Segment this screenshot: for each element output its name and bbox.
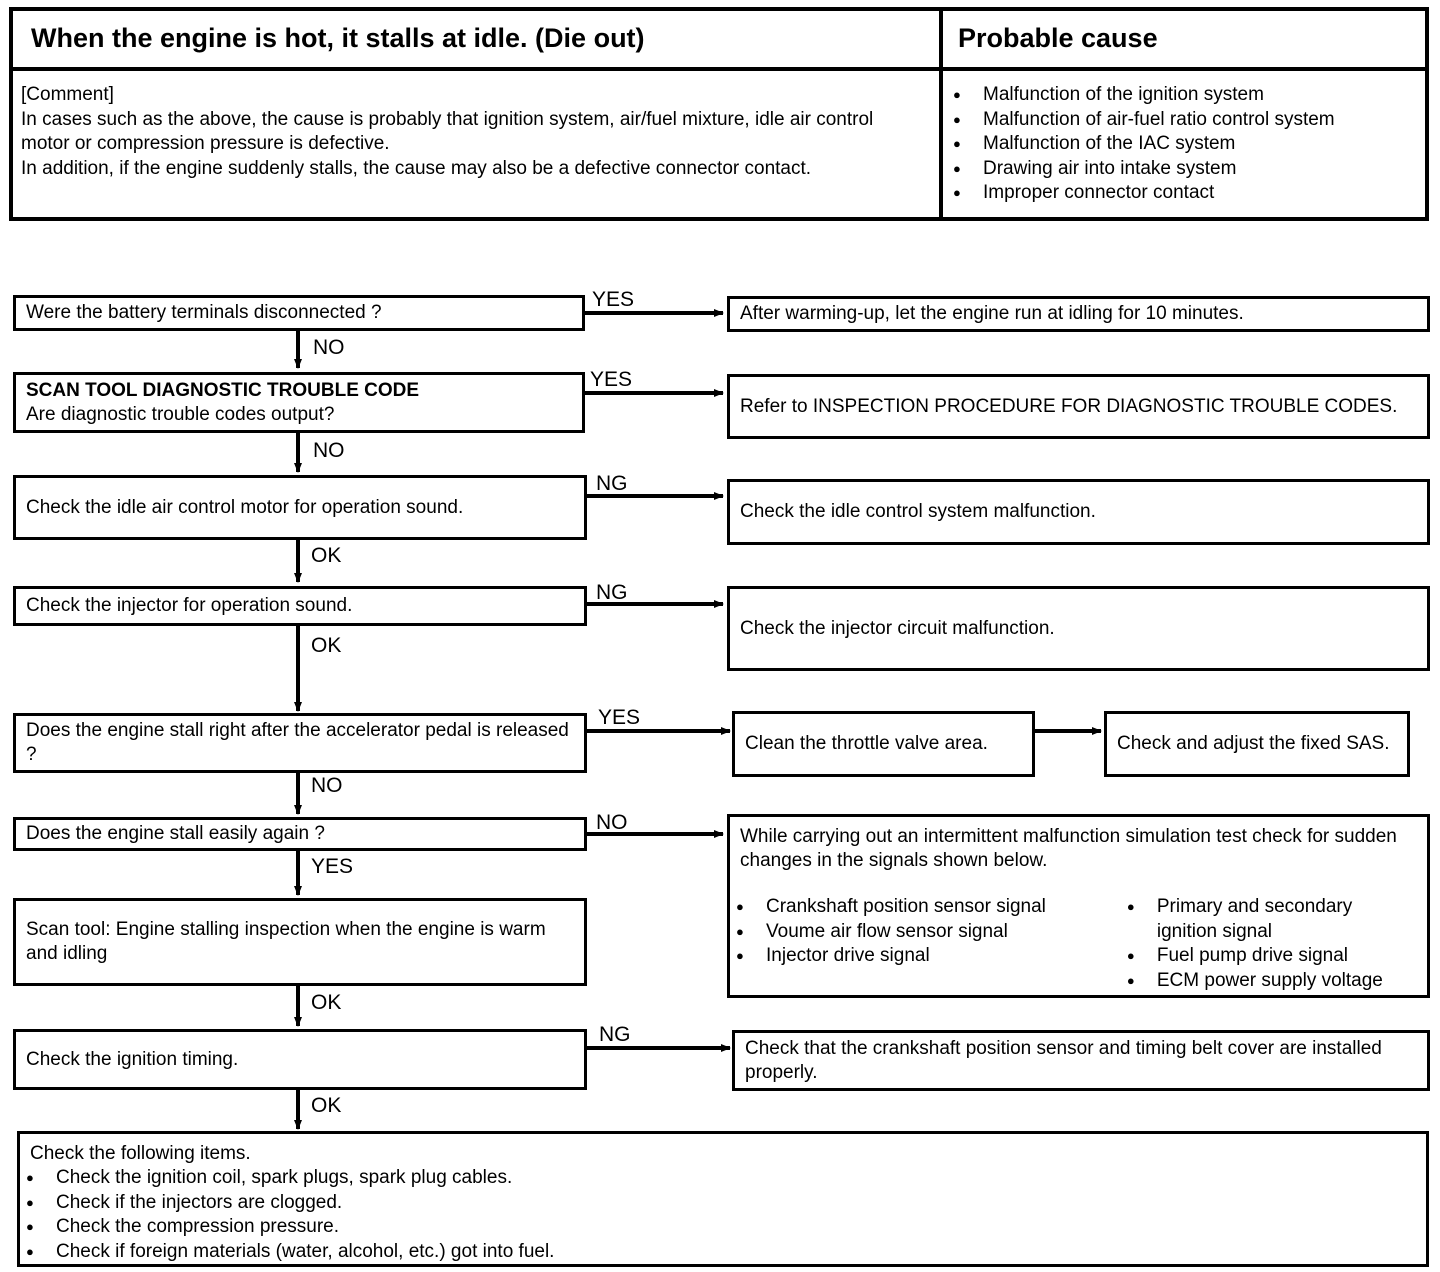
- comment-text: In cases such as the above, the cause is…: [21, 108, 874, 155]
- comment-block: [Comment] In cases such as the above, th…: [21, 83, 921, 181]
- cause-item: Malfunction of the ignition system: [949, 83, 1419, 108]
- header-divider: [13, 67, 1425, 71]
- label-yes-6: YES: [311, 855, 354, 878]
- check-items-title: Check the following items.: [30, 1143, 251, 1164]
- comment-label: [Comment]: [21, 84, 114, 105]
- cause-item: Malfunction of the IAC system: [949, 132, 1419, 157]
- label-ng-8: NG: [599, 1023, 631, 1046]
- check-items-list: Check the ignition coil, spark plugs, sp…: [22, 1166, 1416, 1264]
- label-no-5: NO: [311, 774, 343, 797]
- signal-item: Voume air flow sensor signal: [732, 920, 1089, 945]
- label-ok-3: OK: [311, 544, 342, 567]
- signal-item: Fuel pump drive signal: [1123, 944, 1417, 969]
- check-item: Check if foreign materials (water, alcoh…: [22, 1240, 1416, 1265]
- result-adjust-sas: Check and adjust the fixed SAS.: [1104, 711, 1410, 777]
- step-stall-again: Does the engine stall easily again ?: [13, 817, 587, 851]
- result-crankshaft-sensor: Check that the crankshaft position senso…: [732, 1030, 1430, 1091]
- comment-text-2: In addition, if the engine suddenly stal…: [21, 157, 812, 179]
- cause-item: Malfunction of air-fuel ratio control sy…: [949, 108, 1419, 133]
- step-scan-tool-question: Are diagnostic trouble codes output?: [26, 403, 335, 425]
- label-no-1: NO: [313, 336, 345, 359]
- step-battery-terminals: Were the battery terminals disconnected …: [13, 295, 585, 331]
- step-check-items: Check the following items. Check the ign…: [17, 1131, 1429, 1267]
- signal-list-right: Primary and secondary ignition signal Fu…: [1123, 895, 1417, 993]
- header-table: When the engine is hot, it stalls at idl…: [9, 7, 1429, 221]
- label-ng-4: NG: [596, 581, 628, 604]
- label-yes-1: YES: [592, 288, 635, 311]
- step-scan-tool-dtc: SCAN TOOL DIAGNOSTIC TROUBLE CODE Are di…: [13, 372, 585, 433]
- result-refer-dtc: Refer to INSPECTION PROCEDURE FOR DIAGNO…: [727, 374, 1430, 439]
- label-ok-7: OK: [311, 991, 342, 1014]
- result-simulation-test: While carrying out an intermittent malfu…: [727, 814, 1430, 998]
- result-injector-circuit: Check the injector circuit malfunction.: [727, 586, 1430, 671]
- column-divider: [939, 11, 943, 217]
- label-ng-3: NG: [596, 472, 628, 495]
- step-ignition-timing: Check the ignition timing.: [13, 1029, 587, 1090]
- probable-cause-title: Probable cause: [958, 23, 1158, 53]
- label-no-2: NO: [313, 439, 345, 462]
- signal-item: Crankshaft position sensor signal: [732, 895, 1089, 920]
- label-yes-2: YES: [590, 368, 633, 391]
- step-injector-sound: Check the injector for operation sound.: [13, 586, 587, 626]
- label-ok-8: OK: [311, 1094, 342, 1117]
- cause-item: Drawing air into intake system: [949, 157, 1419, 182]
- check-item: Check the ignition coil, spark plugs, sp…: [22, 1166, 1416, 1191]
- signal-list-left: Crankshaft position sensor signal Voume …: [732, 895, 1123, 993]
- check-item: Check if the injectors are clogged.: [22, 1191, 1416, 1216]
- result-clean-throttle: Clean the throttle valve area.: [732, 711, 1035, 777]
- signal-item: Injector drive signal: [732, 944, 1089, 969]
- simulation-test-text: While carrying out an intermittent malfu…: [740, 826, 1397, 871]
- signal-item: Primary and secondary ignition signal: [1123, 895, 1417, 944]
- label-ok-4: OK: [311, 634, 342, 657]
- step-scan-tool-title: SCAN TOOL DIAGNOSTIC TROUBLE CODE: [26, 379, 420, 401]
- signal-item: ECM power supply voltage: [1123, 969, 1417, 994]
- page-title: When the engine is hot, it stalls at idl…: [31, 23, 645, 53]
- step-iac-sound: Check the idle air control motor for ope…: [13, 475, 587, 540]
- cause-list: Malfunction of the ignition system Malfu…: [949, 83, 1419, 206]
- check-item: Check the compression pressure.: [22, 1215, 1416, 1240]
- result-idle-control: Check the idle control system malfunctio…: [727, 479, 1430, 545]
- result-warm-up-idle: After warming-up, let the engine run at …: [727, 296, 1430, 332]
- label-no-6: NO: [596, 811, 628, 834]
- step-scan-tool-stalling: Scan tool: Engine stalling inspection wh…: [13, 898, 587, 986]
- label-yes-5: YES: [598, 706, 641, 729]
- step-accelerator-stall: Does the engine stall right after the ac…: [13, 713, 587, 773]
- signal-lists: Crankshaft position sensor signal Voume …: [732, 895, 1417, 993]
- cause-item: Improper connector contact: [949, 181, 1419, 206]
